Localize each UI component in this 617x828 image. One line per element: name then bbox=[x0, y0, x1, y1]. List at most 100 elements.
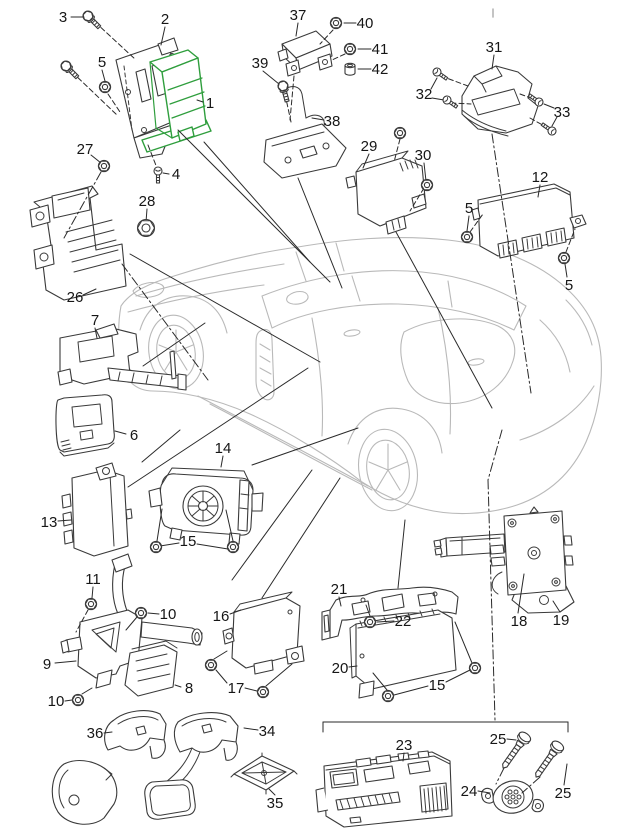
part-31-module bbox=[461, 65, 539, 137]
leader-line bbox=[552, 600, 561, 613]
part-21-bracket bbox=[321, 586, 459, 641]
callout-label-24: 24 bbox=[461, 783, 478, 800]
nut-fastener bbox=[329, 16, 343, 30]
nut-fastener bbox=[343, 42, 357, 56]
nut-fastener bbox=[460, 230, 474, 244]
screw-fastener bbox=[153, 166, 163, 184]
leader-line bbox=[393, 685, 429, 696]
leader-line bbox=[147, 144, 158, 169]
leader-line bbox=[64, 699, 73, 702]
leader-line bbox=[91, 586, 94, 599]
leader-line bbox=[196, 99, 204, 103]
callout-label-35: 35 bbox=[267, 795, 284, 812]
part-34-handle bbox=[144, 712, 239, 820]
leader-line bbox=[431, 97, 445, 101]
part-24-socket bbox=[481, 780, 544, 814]
part-16-module bbox=[222, 591, 305, 675]
leader-line bbox=[90, 154, 102, 164]
callout-label-38: 38 bbox=[324, 113, 341, 130]
callout-label-26: 26 bbox=[67, 289, 84, 306]
callout-label-5: 5 bbox=[565, 277, 573, 294]
bolt-fastener bbox=[80, 8, 104, 32]
nut-fastener bbox=[226, 540, 240, 554]
part-13-module bbox=[61, 462, 133, 557]
part-9-bracket bbox=[60, 553, 203, 689]
leader-line bbox=[251, 427, 359, 466]
leader-line bbox=[563, 763, 568, 786]
part-37-module bbox=[277, 30, 333, 77]
leader-line bbox=[393, 138, 401, 163]
leader-line bbox=[81, 687, 93, 695]
nut-fastener bbox=[557, 251, 571, 265]
leader-line bbox=[162, 172, 170, 175]
nut-fastener bbox=[97, 159, 111, 173]
parts-illustrations bbox=[29, 30, 587, 828]
leader-line bbox=[159, 542, 180, 547]
callout-label-22: 22 bbox=[395, 613, 412, 630]
callout-label-9: 9 bbox=[43, 656, 51, 673]
nut-fastener bbox=[420, 178, 434, 192]
part-18-module-and-19-bracket bbox=[433, 506, 575, 614]
leader-line bbox=[156, 508, 163, 542]
leader-line bbox=[466, 215, 470, 232]
leader-line bbox=[225, 509, 234, 542]
nut-fastener bbox=[363, 615, 377, 629]
leader-line bbox=[362, 153, 370, 169]
leader-line bbox=[423, 162, 427, 182]
callout-label-12: 12 bbox=[532, 169, 549, 186]
part-8-module bbox=[124, 640, 178, 697]
grommet-fastener bbox=[344, 62, 356, 76]
leader-line bbox=[63, 171, 102, 239]
leader-line bbox=[487, 479, 496, 721]
leader-line bbox=[521, 776, 541, 794]
leader-line bbox=[114, 430, 127, 435]
leader-line bbox=[174, 684, 182, 688]
callout-label-14: 14 bbox=[215, 440, 232, 457]
leader-line bbox=[487, 429, 503, 481]
leader-line bbox=[125, 616, 138, 631]
leader-line bbox=[121, 263, 209, 381]
nut-fastener bbox=[393, 126, 407, 140]
callout-label-21: 21 bbox=[331, 581, 348, 598]
nut-fastener bbox=[204, 658, 218, 672]
callout-label-1: 1 bbox=[206, 95, 214, 112]
part-14-alarm-siren bbox=[148, 467, 264, 545]
callout-label-6: 6 bbox=[130, 427, 138, 444]
leader-line bbox=[295, 22, 299, 37]
leader-line bbox=[213, 650, 228, 660]
leader-line bbox=[243, 727, 259, 731]
screw-fastener bbox=[440, 93, 460, 111]
leader-line bbox=[469, 213, 484, 233]
callout-label-31: 31 bbox=[486, 39, 503, 56]
leader-line bbox=[506, 738, 517, 741]
callout-label-23: 23 bbox=[396, 737, 413, 754]
nut-fastener bbox=[381, 689, 395, 703]
leader-line bbox=[129, 253, 321, 363]
leader-line bbox=[127, 367, 309, 488]
leader-line bbox=[75, 609, 89, 633]
leader-line bbox=[338, 596, 342, 607]
leader-line bbox=[376, 620, 395, 623]
leader-line bbox=[409, 187, 425, 212]
callout-label-34: 34 bbox=[259, 723, 276, 740]
callout-label-5: 5 bbox=[98, 54, 106, 71]
part-12-module bbox=[471, 183, 587, 259]
nut-fastener bbox=[256, 685, 270, 699]
leader-line bbox=[319, 29, 334, 45]
bolt-fastener bbox=[58, 58, 82, 82]
part-7-bracket bbox=[57, 323, 187, 391]
leader-line bbox=[297, 177, 343, 289]
callout-label-15: 15 bbox=[429, 677, 446, 694]
leader-line bbox=[477, 790, 491, 794]
leader-line bbox=[491, 133, 532, 394]
nut-large-fastener bbox=[136, 218, 156, 238]
leader-line bbox=[402, 752, 405, 762]
callout-label-41: 41 bbox=[372, 41, 389, 58]
leader-line bbox=[107, 93, 121, 113]
leader-line bbox=[203, 141, 311, 263]
callout-label-2: 2 bbox=[161, 11, 169, 28]
callout-label-39: 39 bbox=[252, 55, 269, 72]
part-29-module bbox=[345, 150, 427, 235]
callout-label-25: 25 bbox=[555, 785, 572, 802]
